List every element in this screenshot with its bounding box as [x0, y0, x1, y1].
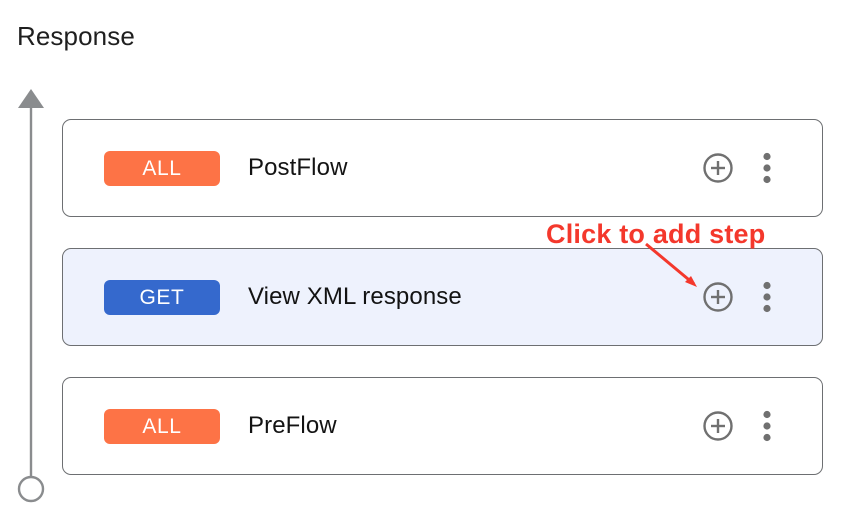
more-vertical-icon [763, 281, 771, 313]
plus-circle-icon [703, 282, 733, 312]
add-step-button[interactable] [702, 410, 734, 442]
flow-name-label: View XML response [248, 283, 462, 310]
row-menu-button[interactable] [734, 280, 778, 314]
flow-direction-timeline [8, 86, 56, 504]
up-arrow-icon [18, 89, 44, 108]
annotation-label: Click to add step [546, 219, 766, 249]
add-step-button[interactable] [702, 152, 734, 184]
row-menu-button[interactable] [734, 151, 778, 185]
circle-endpoint-icon [17, 475, 45, 503]
add-step-button[interactable] [702, 281, 734, 313]
row-actions [702, 409, 778, 443]
flow-name-label: PreFlow [248, 412, 337, 439]
page-title: Response [17, 21, 135, 51]
flow-card-preflow[interactable]: ALL PreFlow [62, 377, 823, 475]
method-badge: GET [104, 279, 220, 315]
row-menu-button[interactable] [734, 409, 778, 443]
flow-card-list: ALL PostFlow [62, 119, 823, 475]
row-actions [702, 151, 778, 185]
more-vertical-icon [763, 410, 771, 442]
flow-card-view-xml-response[interactable]: GET View XML response [62, 248, 823, 346]
plus-circle-icon [703, 153, 733, 183]
method-badge: ALL [104, 150, 220, 186]
row-actions [702, 280, 778, 314]
more-vertical-icon [763, 152, 771, 184]
plus-circle-icon [703, 411, 733, 441]
flow-name-label: PostFlow [248, 154, 348, 181]
method-badge: ALL [104, 408, 220, 444]
flow-card-postflow[interactable]: ALL PostFlow [62, 119, 823, 217]
